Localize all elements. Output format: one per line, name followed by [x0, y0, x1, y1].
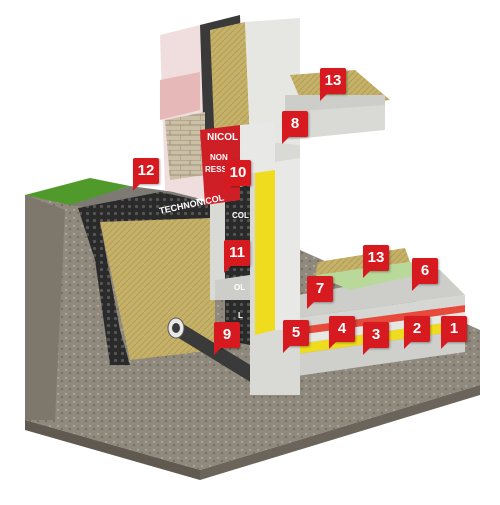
- wall-brand-text-2: NON: [210, 153, 228, 162]
- foundation-wall: [210, 140, 300, 395]
- callout-marker-6: 6: [412, 258, 438, 291]
- callout-marker-10: 10: [225, 160, 251, 193]
- callout-marker-2: 2: [404, 316, 430, 349]
- col-label-1: COL: [232, 211, 249, 220]
- col-label-2: OL: [234, 283, 245, 292]
- callout-marker-4: 4: [329, 316, 355, 349]
- callout-marker-13-lower: 13: [363, 245, 389, 278]
- callout-marker-8: 8: [282, 111, 308, 144]
- upper-floor-slab: [285, 70, 390, 140]
- callout-marker-13-upper: 13: [320, 68, 346, 101]
- mineral-wool-backfill: [100, 218, 215, 360]
- callout-marker-3: 3: [363, 322, 389, 355]
- wall-brand-text-3: RESSION: [205, 165, 241, 174]
- callout-marker-1: 1: [441, 316, 467, 349]
- callout-marker-11: 11: [224, 240, 250, 273]
- callout-marker-7: 7: [307, 276, 333, 309]
- wall-brand-text-1: NICOL: [207, 132, 238, 143]
- callout-marker-12: 12: [133, 158, 159, 191]
- drainage-membrane: [78, 192, 220, 365]
- callout-marker-5: 5: [283, 320, 309, 353]
- callout-marker-9: 9: [214, 322, 240, 355]
- grass-layer: [25, 178, 130, 205]
- col-label-3: L: [238, 311, 243, 320]
